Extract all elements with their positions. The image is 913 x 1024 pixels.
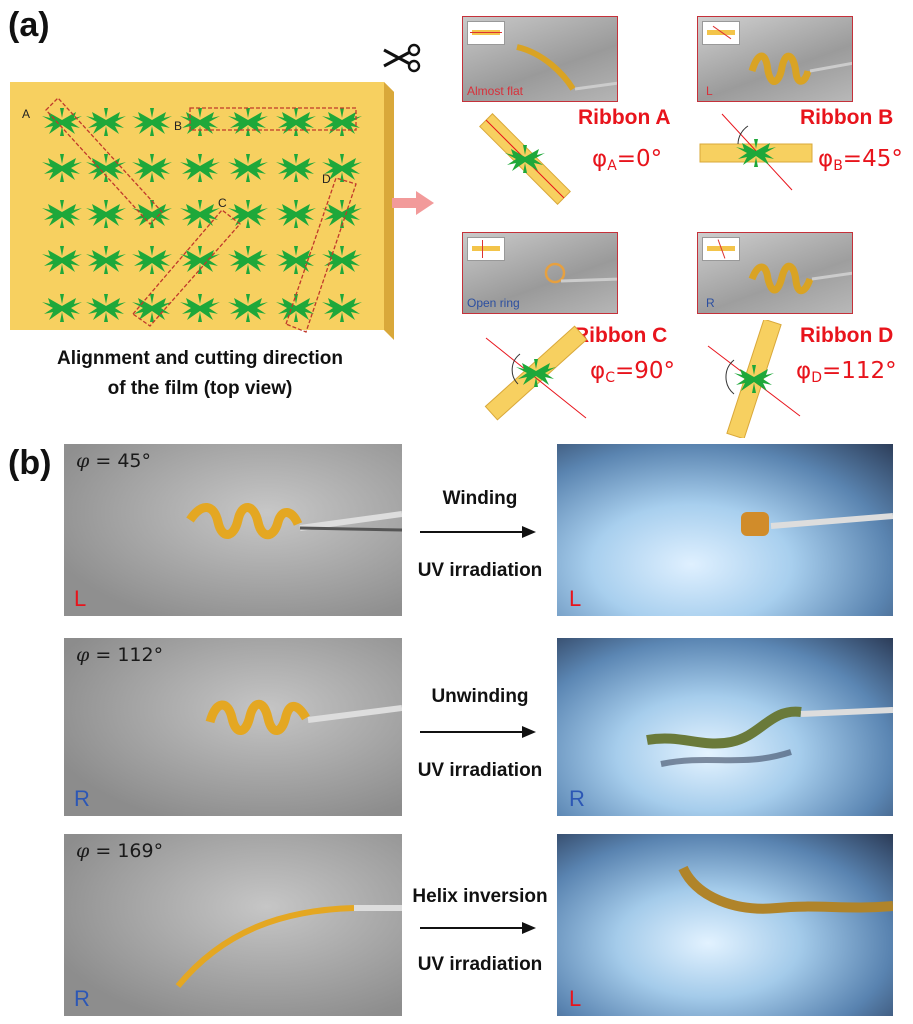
ribbon-b-schematic — [698, 106, 814, 192]
phi-c-label: φC=90° — [590, 358, 675, 386]
row2-after-photo: R — [557, 638, 893, 816]
phi-value: φ = 112° — [76, 644, 163, 666]
helix-ribbon-image — [182, 500, 402, 550]
pink-right-arrow-icon — [392, 190, 436, 216]
action-label: Helix inversion — [396, 886, 564, 908]
stimulus-label: UV irradiation — [402, 560, 558, 582]
caption-line-2: of the film (top view) — [0, 374, 400, 404]
handedness-label: L — [569, 586, 581, 612]
ribbon-a-schematic — [470, 104, 580, 214]
caption-line-1: Alignment and cutting direction — [0, 344, 400, 374]
photo-label: L — [706, 84, 713, 98]
film-letter-b: B — [174, 119, 182, 133]
inverted-helix-image — [677, 858, 893, 938]
ribbon-a-photo: Almost flat — [462, 16, 618, 102]
handedness-label: L — [569, 986, 581, 1012]
film-caption: Alignment and cutting direction of the f… — [0, 344, 400, 404]
row3-after-photo: L — [557, 834, 893, 1016]
handedness-label: R — [569, 786, 585, 812]
wound-ribbon-image — [737, 504, 893, 544]
row1-after-photo: L — [557, 444, 893, 616]
inset-diagram — [467, 237, 505, 261]
panel-b-label: (b) — [8, 444, 51, 483]
handedness-label: R — [74, 986, 90, 1012]
action-label: Unwinding — [402, 686, 558, 708]
ribbon-d-photo: R — [697, 232, 853, 314]
stimulus-label: UV irradiation — [402, 760, 558, 782]
right-helix-shape — [738, 253, 853, 309]
ribbon-d-title: Ribbon D — [800, 324, 893, 348]
inset-diagram — [702, 21, 740, 45]
panel-a-label: (a) — [8, 6, 50, 45]
film-diagram: A B C D — [0, 60, 400, 350]
film-letter-c: C — [218, 196, 227, 210]
open-ring-shape — [523, 253, 618, 309]
action-label: Winding — [402, 488, 558, 510]
ribbon-d-schematic — [704, 320, 804, 438]
photo-label: Almost flat — [467, 84, 523, 98]
right-arrow-icon — [420, 920, 536, 936]
row1-before-photo: φ = 45° L — [64, 444, 402, 616]
ribbon-c-photo: Open ring — [462, 232, 618, 314]
left-helix-shape — [738, 41, 853, 97]
phi-d-label: φD=112° — [796, 358, 897, 386]
ribbon-c-schematic — [476, 318, 596, 428]
helix-ribbon-image — [202, 694, 402, 744]
handedness-label: L — [74, 586, 86, 612]
phi-value: φ = 45° — [76, 450, 151, 472]
photo-label: Open ring — [467, 296, 520, 310]
row3-before-photo: φ = 169° R — [64, 834, 402, 1016]
phi-a-label: φA=0° — [592, 146, 662, 174]
inset-diagram — [467, 21, 505, 45]
ribbon-a-title: Ribbon A — [578, 106, 671, 130]
ribbon-b-photo: L — [697, 16, 853, 102]
photo-label: R — [706, 296, 715, 310]
phi-b-label: φB=45° — [818, 146, 903, 174]
right-arrow-icon — [420, 524, 536, 540]
curved-ribbon-image — [164, 890, 402, 1000]
row2-before-photo: φ = 112° R — [64, 638, 402, 816]
inset-diagram — [702, 237, 740, 261]
right-arrow-icon — [420, 724, 536, 740]
scissors-icon — [380, 42, 424, 76]
film-letter-d: D — [322, 172, 331, 186]
film-letter-a: A — [22, 107, 30, 121]
stimulus-label: UV irradiation — [402, 954, 558, 976]
handedness-label: R — [74, 786, 90, 812]
unwound-ribbon-image — [641, 698, 893, 768]
phi-value: φ = 169° — [76, 840, 163, 862]
